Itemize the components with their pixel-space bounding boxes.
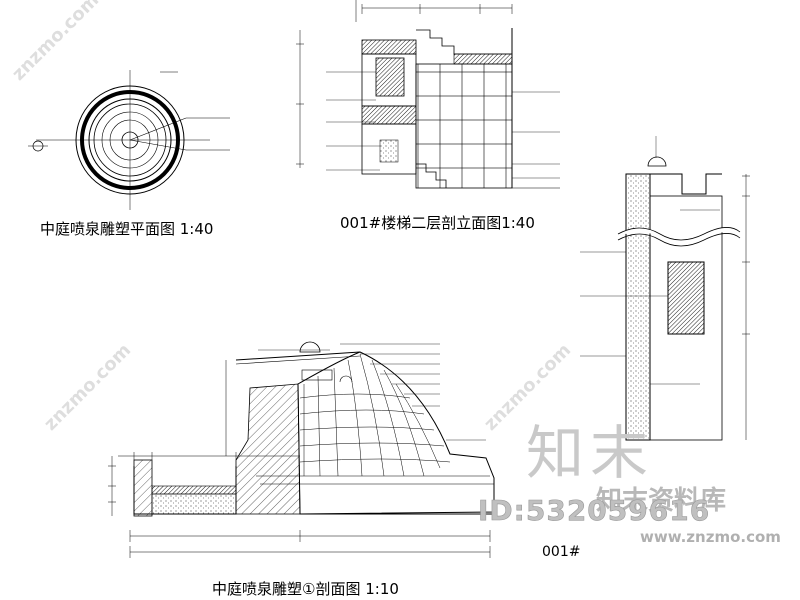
watermark-brand: 知末资料库 (596, 486, 727, 516)
stair-elevation-view (296, 0, 560, 189)
plan-view-title: 中庭喷泉雕塑平面图 1:40 (40, 220, 214, 238)
watermark-url: www.znzmo.com (640, 528, 781, 546)
fountain-plan-view (28, 70, 230, 210)
watermark-id: ID:532059616 (478, 494, 711, 528)
fountain-section-title: 中庭喷泉雕塑①剖面图 1:10 (212, 580, 399, 598)
wall-partial-section-view (580, 136, 750, 441)
watermark-logo: 知末 (526, 419, 655, 487)
stair-elevation-title: 001#楼梯二层剖立面图1:40 (340, 214, 535, 232)
partial-section-title: 001# (542, 544, 581, 560)
fountain-section-view (108, 341, 495, 558)
